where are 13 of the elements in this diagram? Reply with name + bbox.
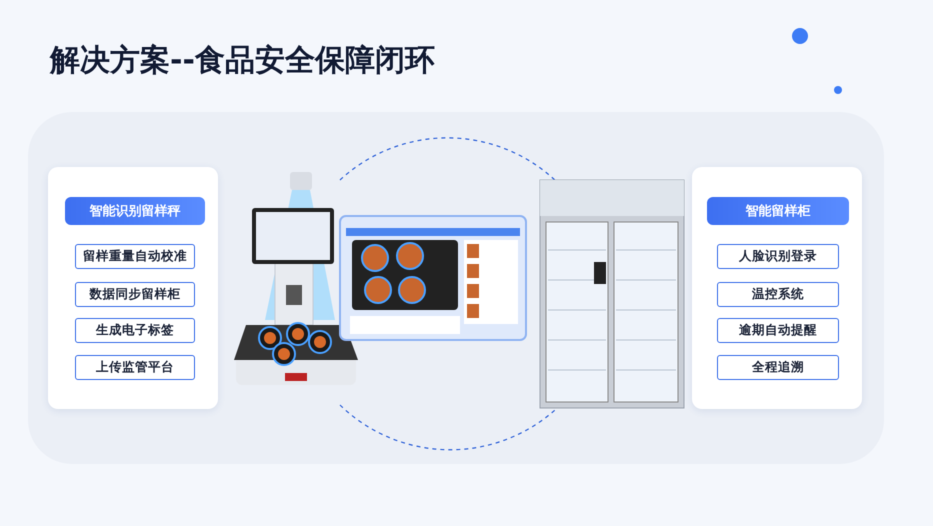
- feature-tag: 逾期自动提醒: [717, 318, 839, 343]
- slide-title: 解决方案--食品安全保障闭环: [50, 42, 436, 80]
- info-card: [692, 167, 862, 409]
- card-header: 智能留样柜: [707, 197, 849, 225]
- feature-tag: 数据同步留样柜: [75, 282, 195, 307]
- feature-tag: 生成电子标签: [75, 318, 195, 343]
- feature-tag: 上传监管平台: [75, 355, 195, 380]
- info-card: [48, 167, 218, 409]
- feature-tag: 全程追溯: [717, 355, 839, 380]
- card-header: 智能识别留样秤: [65, 197, 205, 225]
- feature-tag: 温控系统: [717, 282, 839, 307]
- feature-tag: 留样重量自动校准: [75, 244, 195, 269]
- feature-tag: 人脸识别登录: [717, 244, 839, 269]
